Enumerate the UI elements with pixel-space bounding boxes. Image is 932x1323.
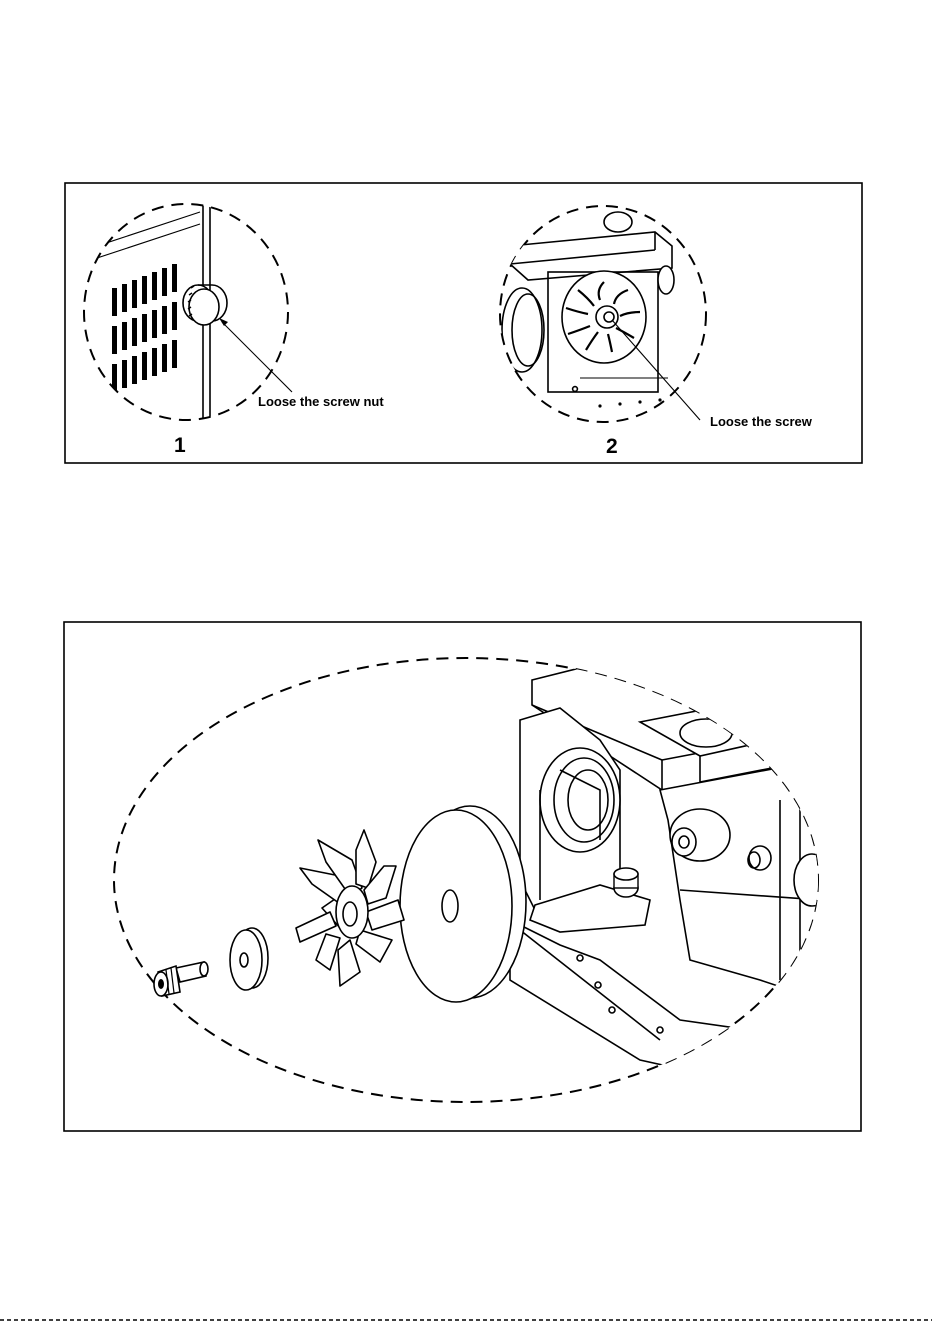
figure-2-panel <box>64 622 861 1131</box>
grinding-wheel-icon <box>400 806 526 1002</box>
step-number-2: 2 <box>606 435 618 458</box>
washer-icon <box>230 928 268 990</box>
figure-1-panel: Loose the screw nut 1 <box>65 183 862 463</box>
step-number-1: 1 <box>174 434 186 457</box>
callout-label-2: Loose the screw <box>710 414 813 429</box>
callout-label-1: Loose the screw nut <box>258 394 384 409</box>
